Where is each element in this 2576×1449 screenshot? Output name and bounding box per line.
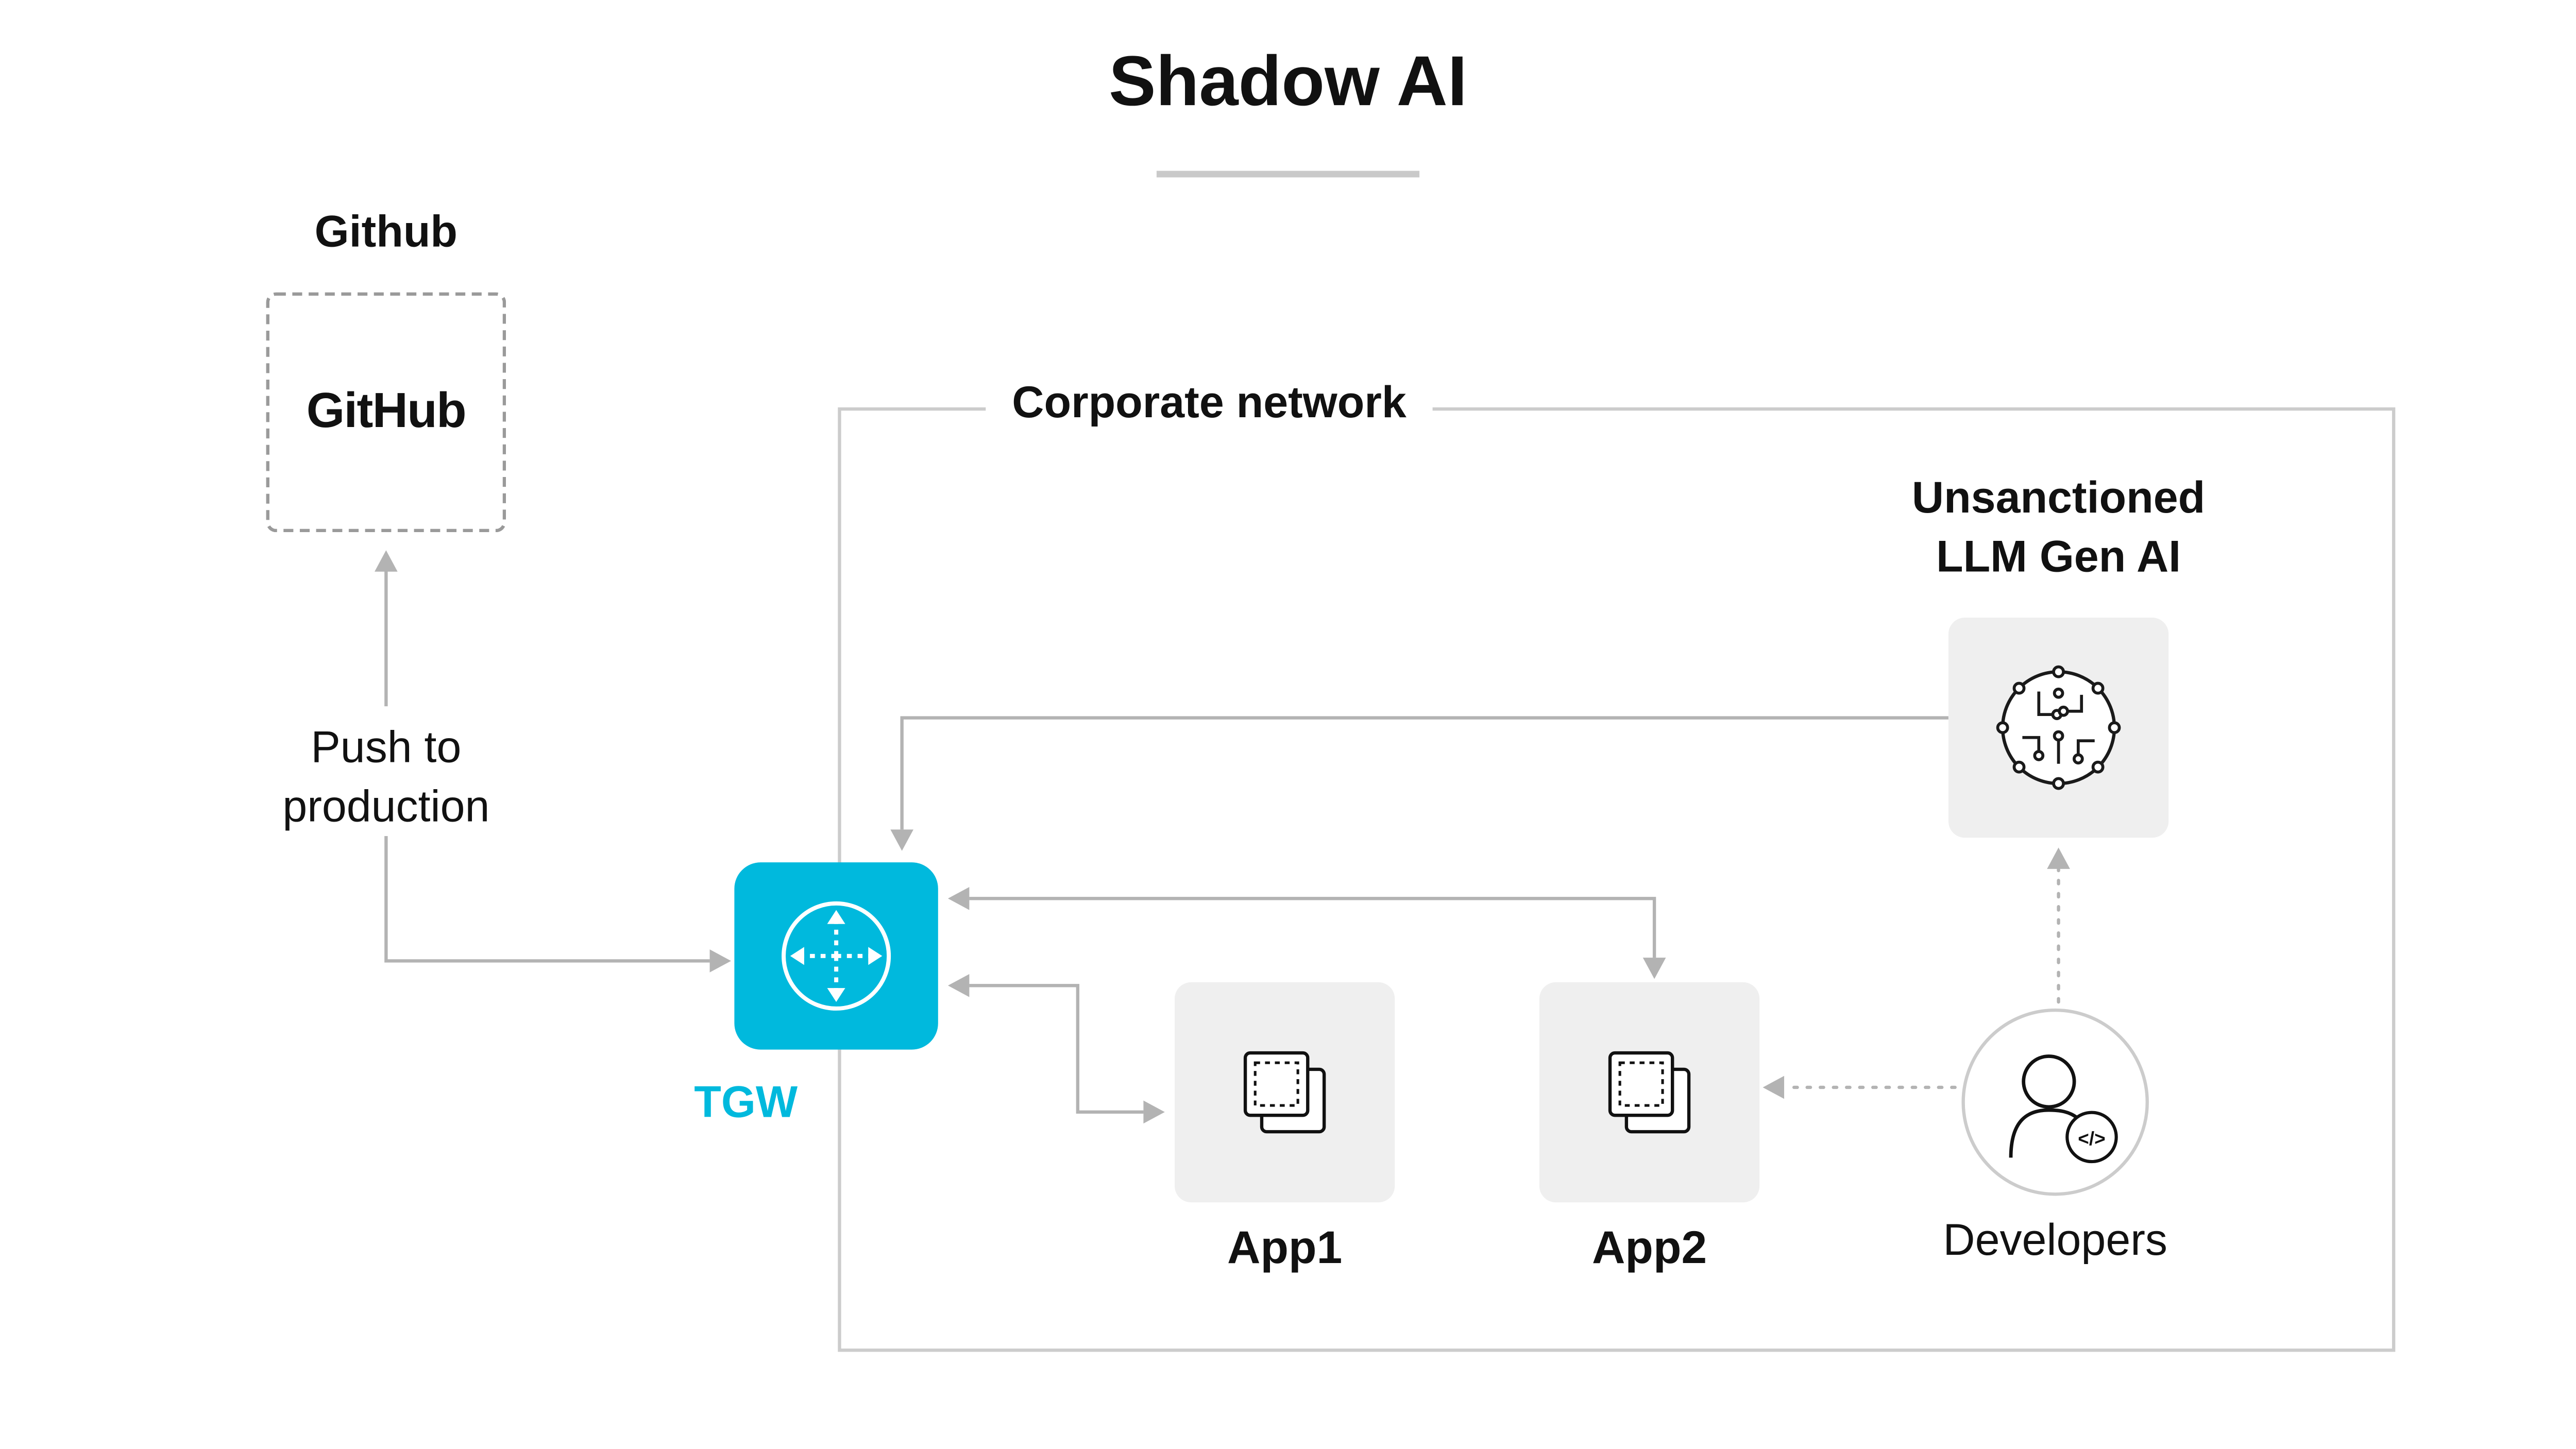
code-badge-text: </> xyxy=(2078,1128,2105,1149)
ai-chip-icon xyxy=(1996,665,2121,790)
app2-node xyxy=(1539,982,1760,1203)
developers-label: Developers xyxy=(1943,1215,2167,1265)
code-badge-icon: </> xyxy=(2065,1111,2118,1164)
app1-node xyxy=(1174,982,1395,1203)
app2-label: App2 xyxy=(1591,1222,1707,1273)
arrow-push-to-tgw xyxy=(384,834,732,973)
title-underline xyxy=(1156,171,1420,178)
github-logo: GitHub xyxy=(306,384,467,439)
developer-icon: </> xyxy=(2009,1054,2118,1164)
arrow-push-to-github xyxy=(375,550,398,707)
push-to-production-label: Push to production xyxy=(282,719,490,837)
tgw-node xyxy=(734,862,938,1050)
llm-node xyxy=(1948,617,2169,838)
llm-heading-line-2: LLM Gen AI xyxy=(1936,532,2181,582)
developers-node: </> xyxy=(1961,1008,2149,1196)
app-stack-icon xyxy=(1608,1051,1691,1134)
github-heading: Github xyxy=(314,207,458,257)
transit-gateway-icon xyxy=(782,901,891,1011)
page-title: Shadow AI xyxy=(1109,42,1467,122)
llm-heading: Unsanctioned LLM Gen AI xyxy=(1912,470,2205,588)
github-node: GitHub xyxy=(266,292,506,533)
corporate-network-label: Corporate network xyxy=(986,378,1433,429)
llm-heading-line-1: Unsanctioned xyxy=(1911,473,2206,523)
app-stack-icon xyxy=(1243,1051,1326,1134)
app1-label: App1 xyxy=(1227,1222,1343,1273)
push-line-1: Push to xyxy=(311,723,462,772)
tgw-label: TGW xyxy=(694,1077,798,1127)
push-line-2: production xyxy=(282,781,490,831)
